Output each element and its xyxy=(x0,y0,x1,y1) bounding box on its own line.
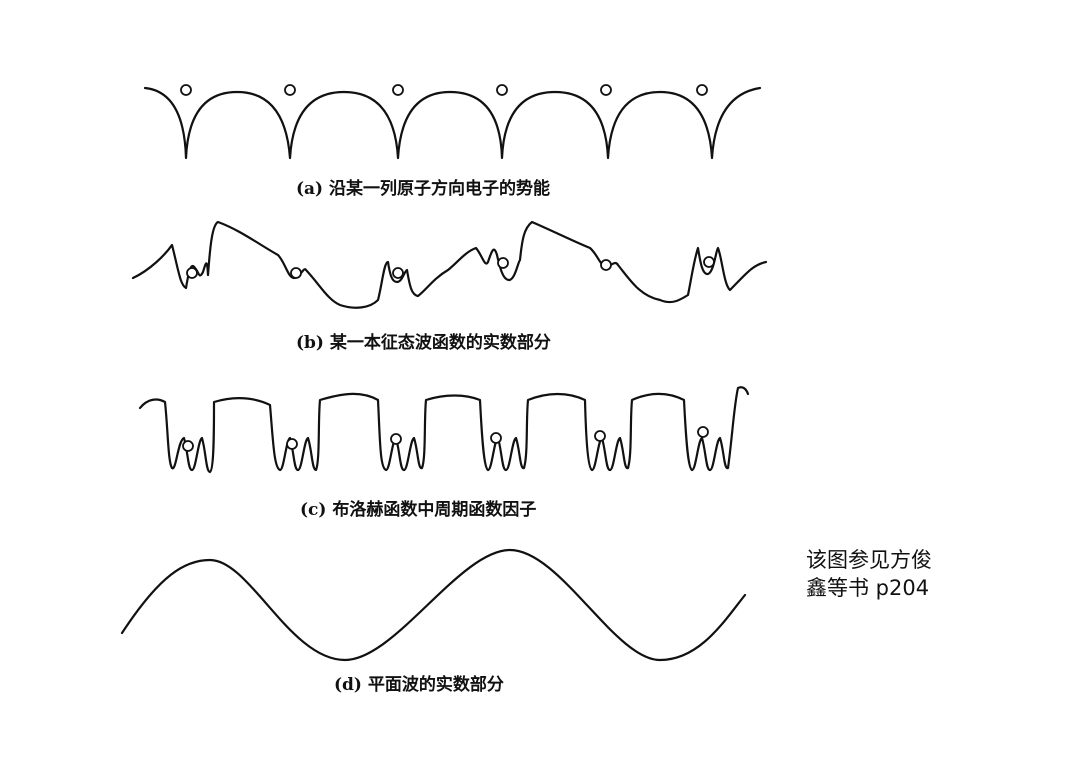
caption-d: (d) 平面波的实数部分 xyxy=(334,674,504,695)
reference-note: 该图参见方俊 鑫等书 p204 xyxy=(806,546,986,602)
atom-6 xyxy=(696,84,708,96)
atom-6 xyxy=(697,426,709,438)
reference-note-line-2: 鑫等书 p204 xyxy=(806,576,930,600)
atom-5 xyxy=(594,430,606,442)
reference-note-line-1: 该图参见方俊 xyxy=(806,548,932,572)
atom-1 xyxy=(180,84,192,96)
atom-4 xyxy=(497,257,509,269)
atom-1 xyxy=(182,440,194,452)
panel-b-eigenstate: (b) 某一本征态波函数的实数部分 xyxy=(131,220,768,353)
atom-4 xyxy=(496,84,508,96)
atom-4 xyxy=(490,432,502,444)
panel-d-plane-wave: (d) 平面波的实数部分 xyxy=(120,548,747,695)
atom-3 xyxy=(392,84,404,96)
plane-wave-curve xyxy=(120,548,747,662)
atom-3 xyxy=(390,433,402,445)
potential-curve xyxy=(143,86,762,160)
atom-2 xyxy=(290,267,302,279)
caption-b: (b) 某一本征态波函数的实数部分 xyxy=(296,332,551,353)
atom-2 xyxy=(284,84,296,96)
atom-1 xyxy=(186,267,198,279)
caption-c: (c) 布洛赫函数中周期函数因子 xyxy=(300,499,536,520)
atom-6 xyxy=(703,256,715,268)
panel-c-bloch-periodic: (c) 布洛赫函数中周期函数因子 xyxy=(138,386,750,520)
panel-a-potential: (a) 沿某一列原子方向电子的势能 xyxy=(143,84,762,199)
atom-5 xyxy=(600,259,612,271)
caption-a: (a) 沿某一列原子方向电子的势能 xyxy=(296,178,550,199)
atom-5 xyxy=(600,84,612,96)
bloch-periodic-curve xyxy=(138,386,750,474)
atom-2 xyxy=(286,438,298,450)
eigenstate-curve xyxy=(131,220,768,309)
atom-3 xyxy=(392,267,404,279)
